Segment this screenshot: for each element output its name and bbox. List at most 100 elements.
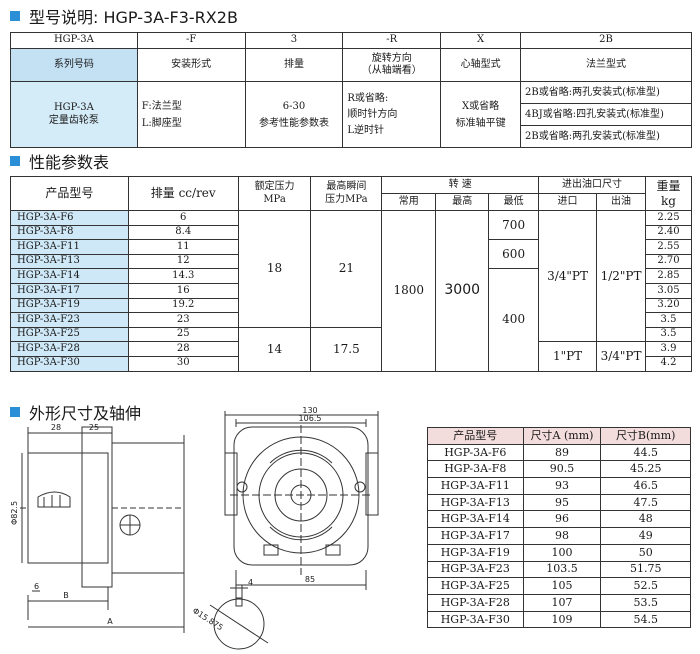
dim-a-cell: 100 (522, 543, 602, 562)
code-cell: -R (342, 32, 442, 49)
dim-b-cell: 54.5 (600, 610, 691, 629)
header-model: 产品型号 (10, 176, 129, 211)
dim-b-cell: 47.5 (600, 493, 691, 512)
speed-min-cell: 600 (488, 239, 540, 270)
model-cell: HGP-3A-F8 (10, 224, 129, 241)
model-cell: HGP-3A-F30 (427, 610, 524, 629)
header-speed-min: 最低 (488, 193, 540, 211)
model-cell: HGP-3A-F23 (427, 560, 524, 579)
weight-cell: 2.25 (645, 210, 692, 226)
category-cell: 安装形式 (136, 48, 246, 82)
subheader-row: 常用 最高 最低 进口 出油 (11, 193, 692, 211)
dim-b-cell: 45.25 (600, 460, 691, 479)
displacement-cell: 6 (127, 210, 239, 226)
dim-label: 85 (305, 575, 315, 584)
model-cell: HGP-3A-F19 (10, 297, 129, 314)
weight-cell: 2.85 (645, 268, 692, 284)
dim-label: 130 (302, 406, 317, 415)
dim-b-cell: 49 (600, 527, 691, 545)
section-bullet-icon (10, 407, 20, 417)
table-row: HGP-3A-F17 16 3.05 (10, 282, 692, 299)
model-cell: HGP-3A-F17 (427, 527, 524, 545)
detail-cell-shaft: X或省略 标准轴平键 (440, 81, 522, 148)
model-explanation-table: HGP-3A -F 3 -R X 2B 系列号码 安装形式 排量 旋转方向 （从… (10, 32, 692, 148)
port-out-cell: 3/4"PT (596, 341, 647, 372)
code-cell: -F (136, 32, 246, 49)
model-cell: HGP-3A-F25 (427, 577, 524, 595)
category-row: 系列号码 安装形式 排量 旋转方向 （从轴端看） 心轴型式 法兰型式 (10, 48, 692, 82)
header-row: 产品型号 排量 cc/rev 额定压力 MPa 最高瞬间 压力MPa 转 速 进… (10, 176, 692, 211)
detail-cell-mount: F:法兰型 L:脚座型 (136, 81, 246, 148)
dim-a-cell: 107 (522, 593, 602, 612)
dim-a-cell: 109 (522, 610, 602, 629)
section-bullet-icon (10, 156, 20, 166)
dim-a-cell: 90.5 (522, 460, 602, 479)
code-cell: 2B (520, 32, 692, 49)
category-cell: 排量 (244, 48, 344, 82)
model-cell: HGP-3A-F14 (10, 268, 129, 284)
dim-label: B (63, 591, 69, 600)
detail-cell-series: HGP-3A 定量齿轮泵 (10, 81, 138, 148)
table-row: HGP-3A-F13 12 2.70 (10, 253, 692, 270)
dim-label: Φ82.5 (10, 501, 19, 525)
speed-min-cell: 700 (488, 209, 540, 241)
dim-a-cell: 98 (522, 527, 602, 545)
dim-label: 28 (51, 423, 61, 432)
category-cell: 系列号码 (10, 48, 138, 82)
rated-pressure-cell: 18 (237, 210, 312, 328)
displacement-cell: 23 (127, 312, 239, 328)
weight-cell: 2.70 (645, 253, 692, 270)
dimension-drawing: 28 25 Φ82.5 6 B A 130 106.5 85 4 Φ15.875 (10, 406, 379, 650)
table-row: HGP-3A-F28 28 1"PT 3/4"PT 3.9 (10, 341, 692, 372)
detail-cell-displacement: 6-30 参考性能参数表 (244, 81, 344, 148)
dim-b-cell: 48 (600, 510, 691, 529)
performance-table: 产品型号 排量 cc/rev 额定压力 MPa 最高瞬间 压力MPa 转 速 进… (10, 176, 692, 372)
table-row: HGP-3A-F8 8.4 2.40 (10, 224, 692, 241)
section-title-performance: 性能参数表 (10, 150, 109, 172)
header-speed-max: 最高 (435, 193, 490, 211)
dim-label: 4 (248, 578, 253, 587)
displacement-cell: 14.3 (127, 268, 239, 284)
header-cell: 尺寸B(mm) (600, 427, 691, 445)
detail-cell-rotation: R或省略: 顺时针方向 L逆时针 (342, 81, 442, 148)
dim-a-cell: 96 (522, 510, 602, 529)
detail-row: HGP-3A 定量齿轮泵 F:法兰型 L:脚座型 6-30 参考性能参数表 R或… (10, 81, 692, 148)
category-cell: 法兰型式 (520, 48, 692, 82)
speed-max-cell: 3000 (435, 210, 490, 372)
table-row: HGP-3A-F25 25 14 17.5 3.5 (10, 326, 692, 372)
weight-cell: 3.20 (645, 297, 692, 314)
dim-a-cell: 103.5 (522, 560, 602, 579)
header-speed-normal: 常用 (381, 193, 437, 211)
front-left-boss (224, 452, 238, 516)
dim-b-cell: 51.75 (600, 560, 691, 579)
model-cell: HGP-3A-F11 (10, 239, 129, 255)
port-in-cell: 3/4"PT (538, 209, 598, 343)
dim-b-cell: 52.5 (600, 577, 691, 595)
displacement-cell: 8.4 (127, 224, 239, 241)
model-cell: HGP-3A-F25 (10, 326, 129, 343)
speed-normal-cell: 1800 (381, 210, 437, 372)
shaft-key-detail (37, 491, 71, 508)
dim-a-cell: 93 (522, 477, 602, 495)
header-rated-pressure: 额定压力 MPa (237, 176, 312, 211)
dim-b-cell: 44.5 (600, 443, 691, 462)
section-title-model-explanation: 型号说明: HGP-3A-F3-RX2B (10, 5, 238, 27)
code-cell: 3 (244, 32, 344, 49)
model-cell: HGP-3A-F30 (10, 355, 129, 372)
dim-label: 106.5 (299, 414, 322, 423)
dim-label: Φ15.875 (191, 606, 225, 632)
weight-cell: 4.2 (645, 355, 692, 372)
max-pressure-cell: 17.5 (310, 326, 383, 372)
model-cell: HGP-3A-F13 (10, 253, 129, 270)
dim-b-cell: 50 (600, 543, 691, 562)
dim-label: 25 (89, 423, 99, 432)
